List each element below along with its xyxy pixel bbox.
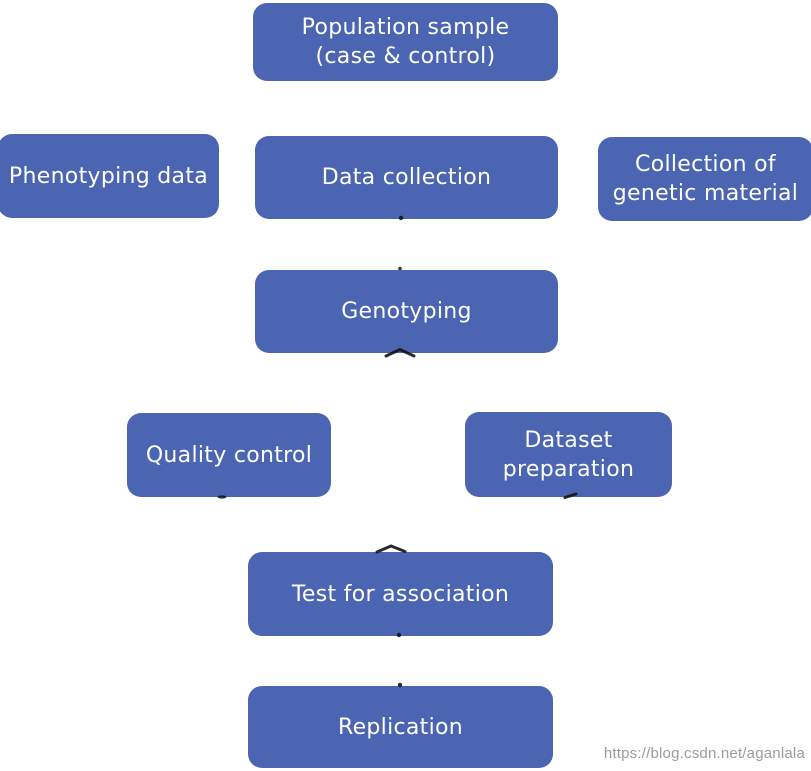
node-label-phenotyping-data: Phenotyping data <box>8 163 209 189</box>
node-data-collection: Data collection <box>255 136 558 219</box>
node-population-sample: Population sample (case & control) <box>253 3 558 81</box>
node-collection-of-genetic-material: Collection of genetic material <box>598 137 811 221</box>
node-genotyping: Genotyping <box>255 270 558 353</box>
node-label-dataset-preparation: Dataset preparation <box>502 427 635 482</box>
node-phenotyping-data: Phenotyping data <box>0 134 219 218</box>
node-test-for-association: Test for association <box>248 552 553 636</box>
node-label-replication: Replication <box>337 714 464 740</box>
node-label-genotyping: Genotyping <box>341 299 472 324</box>
node-quality-control: Quality control <box>127 413 331 497</box>
node-label-data-collection: Data collection <box>321 165 492 190</box>
watermark-url: https://blog.csdn.net/aganlala <box>603 745 805 762</box>
node-dataset-preparation: Dataset preparation <box>465 412 672 497</box>
node-label-collection-of-genetic-material: Collection of genetic material <box>612 152 799 206</box>
node-label-quality-control: Quality control <box>145 442 313 468</box>
node-label-test-for-association: Test for association <box>291 581 510 607</box>
node-replication: Replication <box>248 686 553 768</box>
node-label-population-sample: Population sample (case & control) <box>301 15 510 69</box>
